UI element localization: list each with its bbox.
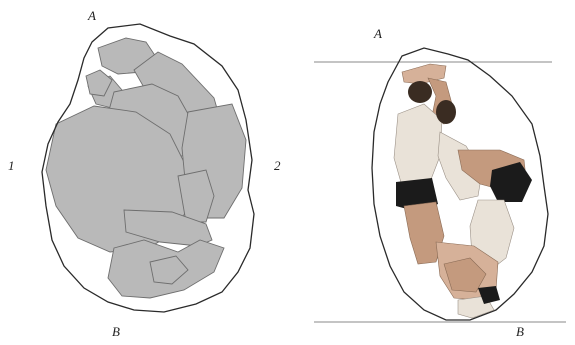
left-schematic: A 1 2 B (8, 8, 281, 339)
acrobat-group (394, 64, 532, 318)
right-photo-figure: A B (314, 26, 566, 339)
left-label-b: B (112, 324, 120, 339)
right-label-b: B (516, 324, 524, 339)
left-label-a: A (87, 8, 96, 23)
head-1 (408, 81, 432, 103)
torso-1 (394, 104, 442, 186)
right-label-a: A (373, 26, 382, 41)
left-label-1: 1 (8, 158, 15, 173)
body-part-shapes (46, 38, 246, 298)
left-label-2: 2 (274, 158, 281, 173)
head-2 (436, 100, 456, 124)
